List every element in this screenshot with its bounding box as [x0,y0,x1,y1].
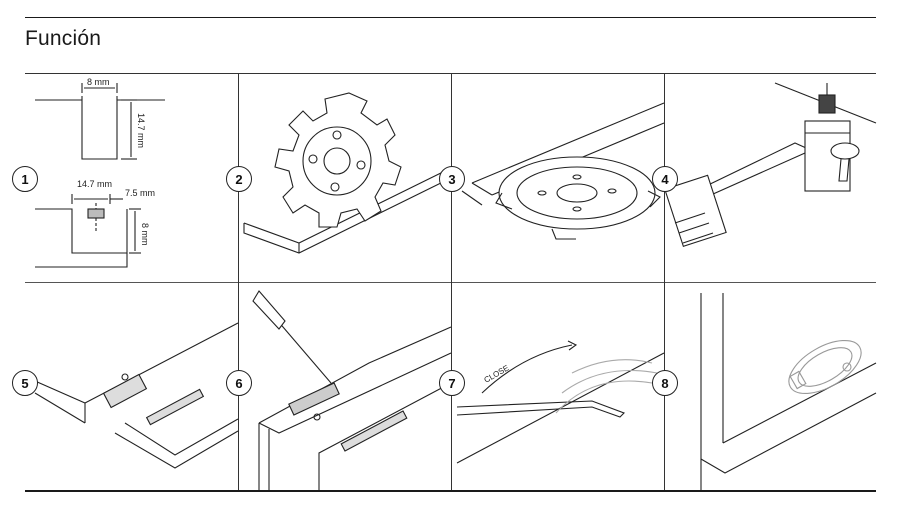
step-number: 2 [235,171,243,187]
screwdriver-illustration [252,290,452,491]
step-badge-3: 3 [439,166,465,192]
dimension-width-top: 8 mm [87,77,110,87]
grid-divider-1 [238,73,239,491]
dimension-width-bottom: 14.7 mm [77,179,112,189]
panel-step-3: 3 [439,73,665,282]
step-number: 6 [235,375,243,391]
step-badge-8: 8 [652,370,678,396]
bottom-rule [25,490,876,492]
top-rule [25,17,876,18]
grid-divider-3 [664,73,665,491]
step-number: 4 [661,171,669,187]
hex-key-close-illustration: CLOSE [456,340,665,464]
close-label: CLOSE [483,363,511,384]
step-number: 7 [448,375,456,391]
step-number: 1 [21,171,29,187]
instruction-grid: 8 mm 14.7 mm 14.7 mm 7.5 mm 8 mm 1 2 [12,73,877,491]
panel-step-4: 4 [652,73,877,282]
step-number: 5 [21,375,29,391]
clamp-jig-illustration [664,82,877,248]
cutter-in-slot-illustration [461,102,665,240]
dimension-height-bottom: 8 mm [140,223,150,246]
step-badge-4: 4 [652,166,678,192]
step-badge-6: 6 [226,370,252,396]
panel-step-1: 8 mm 14.7 mm 14.7 mm 7.5 mm 8 mm 1 [12,73,238,282]
step-badge-5: 5 [12,370,38,396]
page-title: Función [25,27,102,50]
dimension-height-top: 14.7 mm [136,113,146,148]
connector-insertion-illustration [34,322,239,469]
step-badge-7: 7 [439,370,465,396]
step-number: 3 [448,171,456,187]
closed-joint-illustration [700,293,877,491]
dimension-offset-bottom: 7.5 mm [125,188,155,198]
grid-divider-2 [451,73,452,491]
panel-step-7: CLOSE 7 [439,283,665,491]
step-number: 8 [661,375,669,391]
grid-top-line [25,73,876,74]
panel-step-2: 2 [226,73,452,282]
step-badge-2: 2 [226,166,252,192]
grid-middle-line [25,282,876,283]
dimension-diagram: 8 mm 14.7 mm 14.7 mm 7.5 mm 8 mm [35,77,165,268]
cutter-illustration [243,92,452,254]
panel-step-6: 6 [226,283,452,491]
panel-step-8: 8 [652,283,877,491]
step-badge-1: 1 [12,166,38,192]
panel-step-5: 5 [12,283,239,491]
